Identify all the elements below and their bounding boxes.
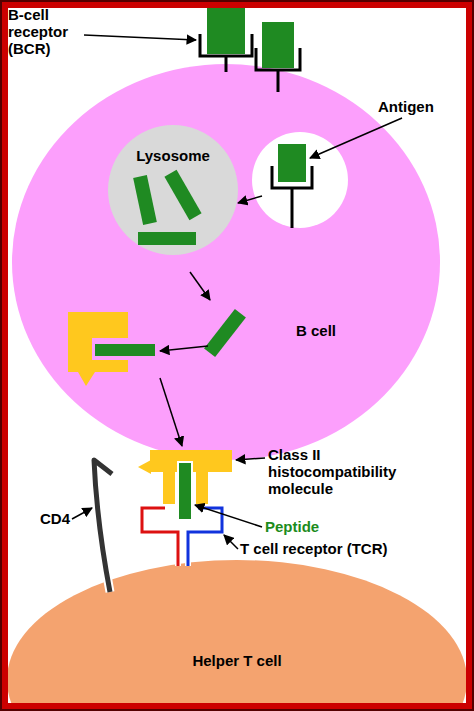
leader-arrow [195, 505, 262, 527]
peptide-bar [95, 344, 155, 356]
callout-label: Class II histocompatibility molecule [268, 446, 408, 497]
antigen-fragment [164, 170, 201, 220]
node-outline [108, 125, 238, 255]
mhc-tab [138, 460, 151, 474]
cd4-molecule [94, 460, 112, 592]
mhc-class-ii [150, 450, 232, 472]
callout-label: B-cell receptor (BCR) [8, 6, 82, 57]
mhc-leg [196, 470, 208, 504]
endocytic-vesicle [252, 132, 348, 228]
mhc-leg [163, 470, 175, 504]
cell-body [12, 64, 440, 460]
leader-arrow [84, 35, 196, 40]
node-outline [12, 64, 440, 460]
cell-node: B cell Lysosome [12, 64, 440, 460]
leader-arrow [72, 508, 92, 519]
process-arrow [160, 378, 182, 446]
bcr-bracket [256, 48, 300, 70]
process-arrow [190, 272, 210, 300]
leader-arrow [310, 118, 402, 158]
cd4-outline [94, 460, 112, 592]
process-arrow [238, 196, 262, 203]
bcr-stalk [277, 70, 280, 92]
antigen-block [278, 144, 306, 182]
bcr-bracket [200, 34, 252, 56]
cell-label: B cell [296, 322, 376, 339]
process-arrow [160, 346, 208, 351]
node-outline [7, 560, 467, 711]
cell-label: Helper T cell [7, 652, 467, 669]
antigen-fragment [138, 232, 196, 245]
tcr-alpha-chain [142, 508, 178, 566]
callout-label: Antigen [378, 98, 463, 115]
peptide-fragment [204, 309, 246, 357]
callout-label: Peptide [265, 518, 355, 535]
cell-label: Lysosome [108, 147, 238, 164]
tcr-beta-chain [188, 508, 222, 566]
antigen-block [262, 22, 294, 68]
bcr-stalk [291, 188, 294, 228]
callout-label: T cell receptor (TCR) [240, 540, 440, 557]
peptide-bar [178, 462, 192, 520]
mhc-class-ii [68, 312, 128, 386]
bcr-bracket [272, 166, 312, 188]
tcr-outline [188, 508, 222, 566]
lysosome-circle [108, 125, 238, 255]
cell-node: Lysosome [108, 125, 238, 255]
tcr-outline [142, 508, 178, 566]
callout-label: CD4 [40, 510, 85, 527]
frame-border [5, 5, 469, 706]
leader-arrow [224, 535, 238, 549]
antigen-block [207, 8, 245, 54]
cell-node: Helper T cell [7, 560, 467, 711]
leader-arrow [236, 458, 265, 460]
bcr-stalk [225, 56, 228, 72]
cell-body [7, 560, 467, 711]
antigen-fragment [133, 175, 157, 225]
